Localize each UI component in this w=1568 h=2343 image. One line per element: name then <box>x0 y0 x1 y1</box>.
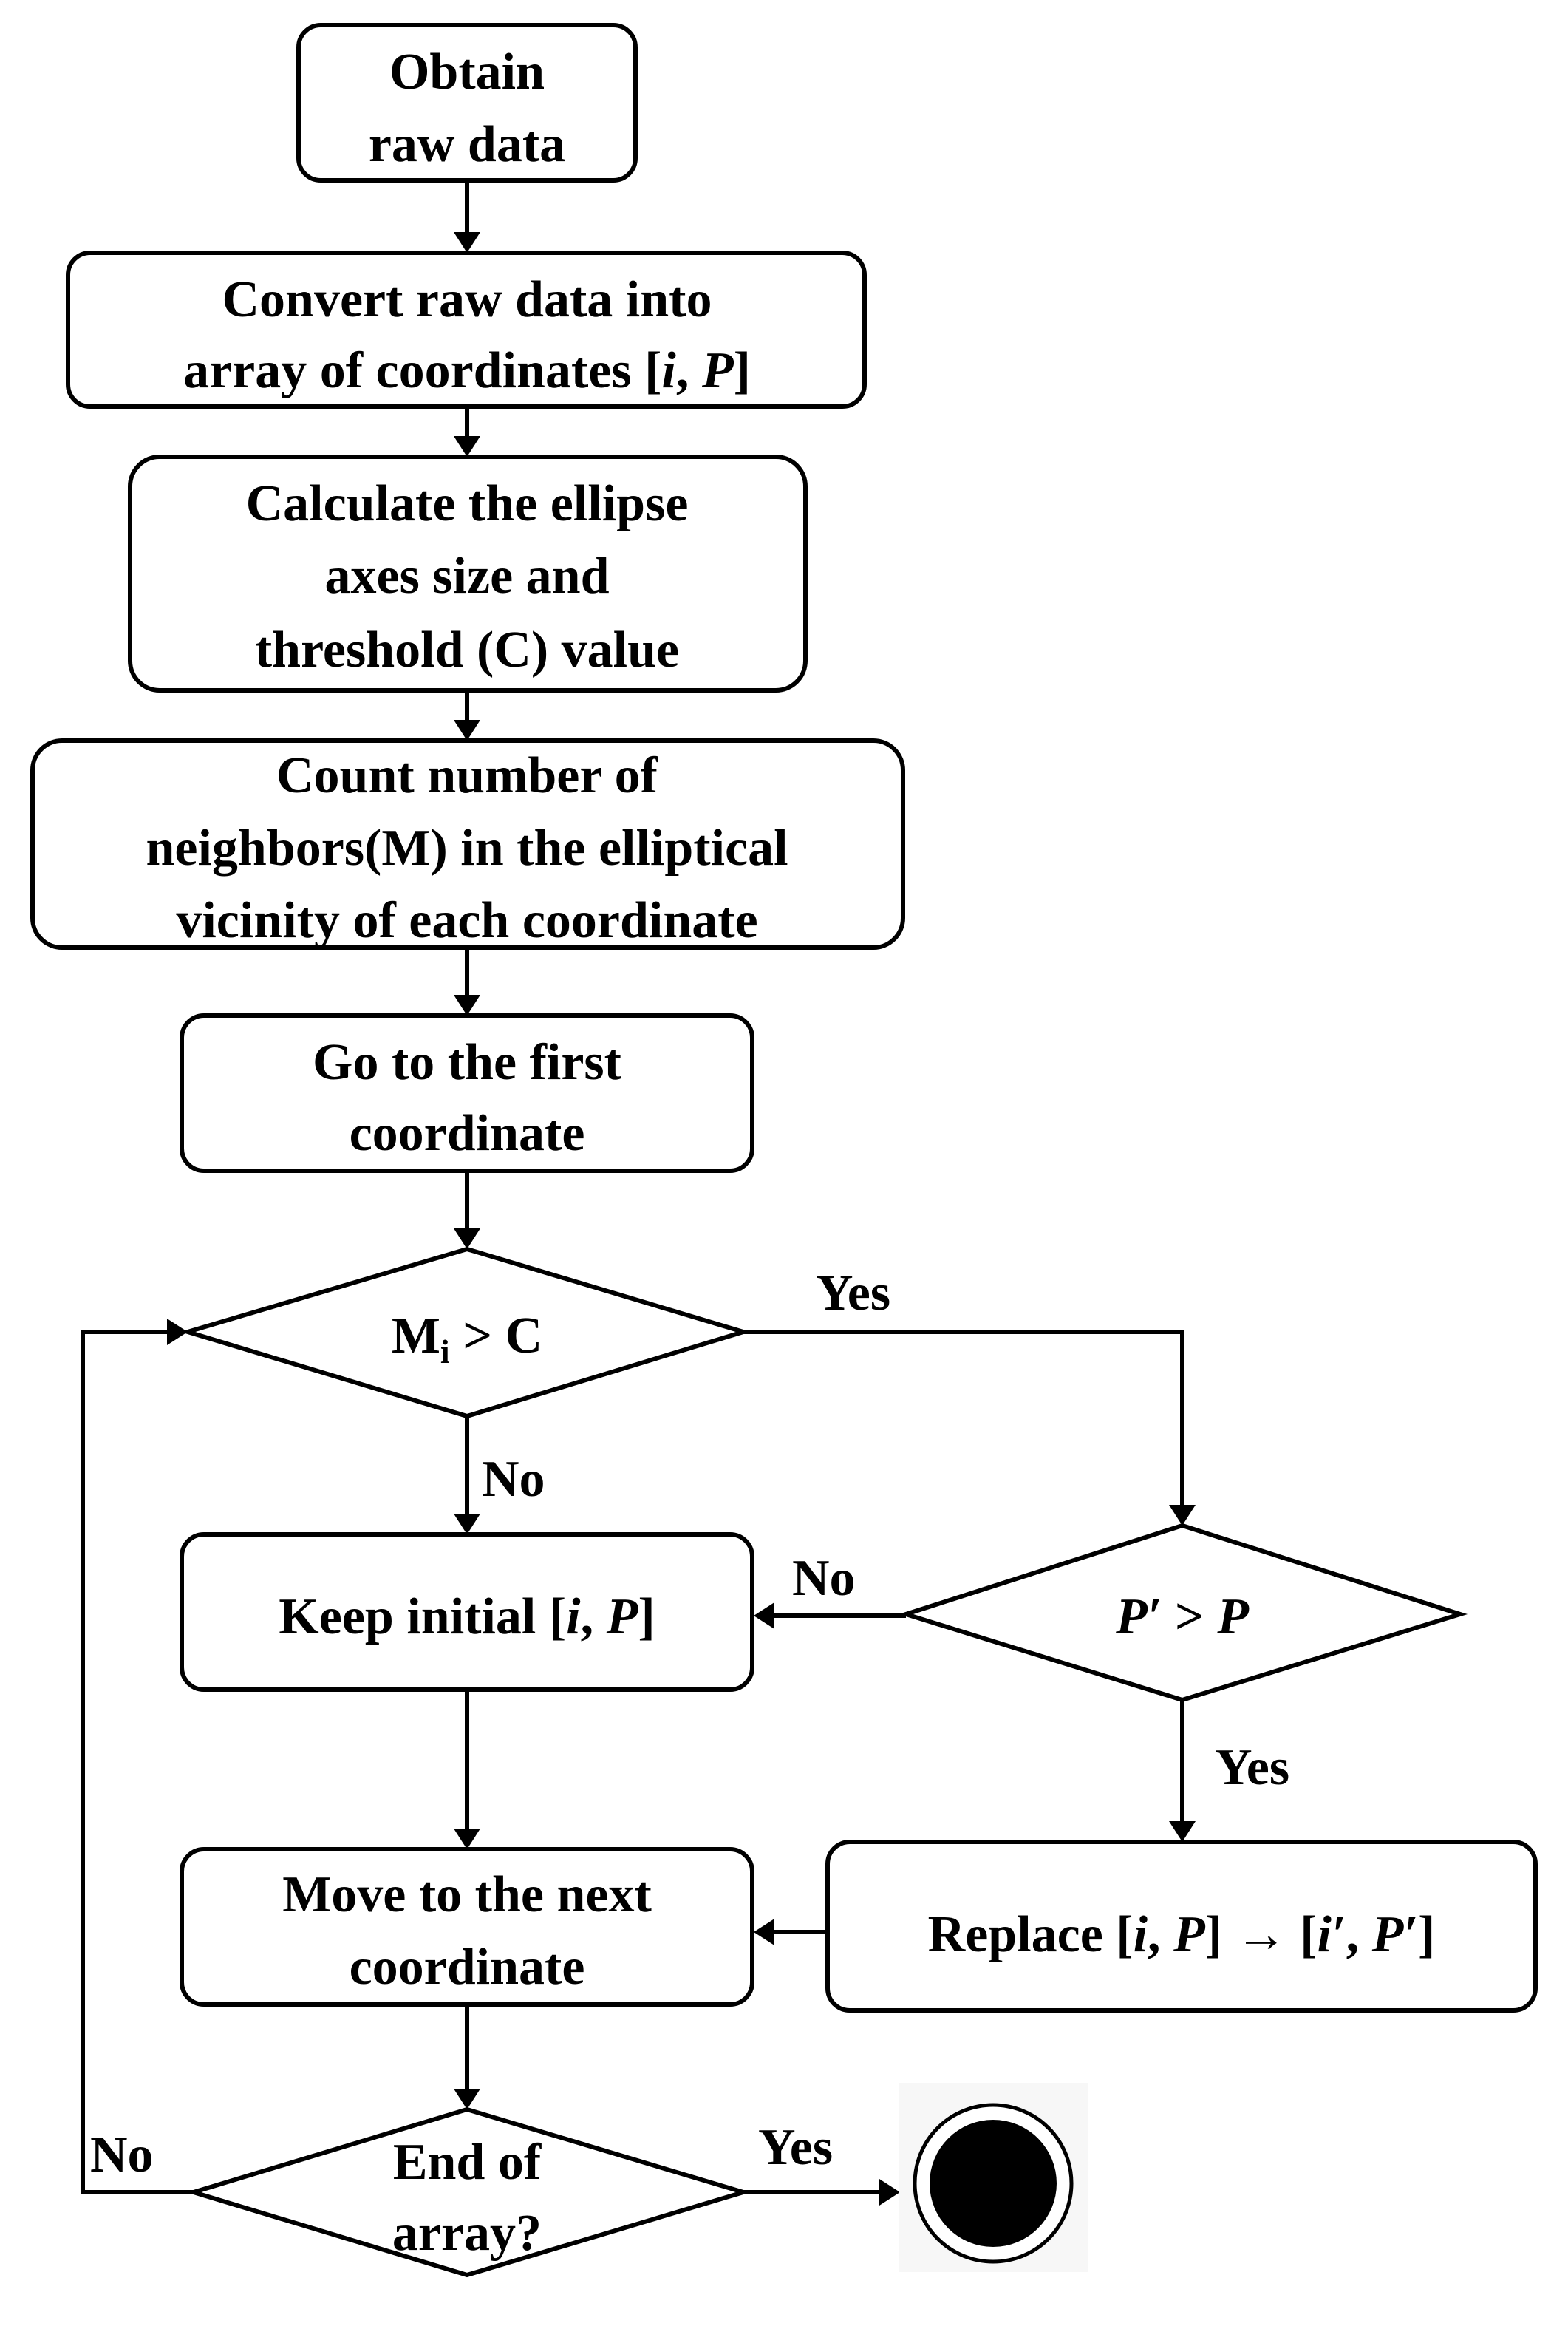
node-convert-raw-data: Convert raw data into array of coordinat… <box>66 251 867 409</box>
edge-label-no: No <box>792 1550 856 1607</box>
node-count-neighbors: Count number of neighbors(M) in the elli… <box>30 738 905 950</box>
arrowhead <box>454 995 480 1016</box>
node-text: raw data <box>369 116 565 173</box>
node-text: coordinate <box>350 1939 585 1996</box>
arrowhead <box>454 1829 480 1849</box>
node-text: neighbors(M) in the elliptical <box>146 820 788 877</box>
decision-text: array? <box>392 2205 542 2262</box>
node-text: vicinity of each coordinate <box>176 892 757 949</box>
node-text: Go to the first <box>313 1034 621 1091</box>
node-text: Calculate the ellipse <box>246 475 689 532</box>
arrowhead <box>1169 1505 1196 1526</box>
edge-label-yes: Yes <box>758 2119 833 2176</box>
edge-label-yes: Yes <box>1215 1739 1289 1796</box>
node-move-to-next: Move to the next coordinate <box>180 1847 754 2007</box>
node-text: Obtain <box>389 44 545 101</box>
node-text: coordinate <box>350 1105 585 1162</box>
node-text: Convert raw data into <box>222 271 712 328</box>
edge-end-no-loop <box>81 1330 194 2194</box>
node-obtain-raw-data: Obtain raw data <box>296 23 638 183</box>
edge-labels: Yes No No Yes No Yes <box>90 1265 1289 2183</box>
node-text: axes size and <box>325 548 610 605</box>
node-text: Count number of <box>276 747 658 804</box>
node-go-to-first: Go to the first coordinate <box>180 1013 754 1173</box>
node-keep-initial: Keep initial [i, P] <box>180 1532 754 1692</box>
arrowhead <box>879 2179 900 2206</box>
node-calculate-ellipse: Calculate the ellipse axes size and thre… <box>128 455 808 693</box>
arrowhead <box>454 436 480 457</box>
arrowhead <box>1169 1821 1196 1842</box>
edge-label-no: No <box>482 1451 545 1508</box>
final-state-icon <box>899 2083 1088 2272</box>
node-text: Replace [i, P] → [i′, P′] <box>928 1906 1436 1963</box>
node-replace: Replace [i, P] → [i′, P′] <box>825 1840 1538 2013</box>
arrowhead <box>454 232 480 253</box>
arrowhead <box>454 2089 480 2109</box>
arrowhead <box>454 720 480 741</box>
decision-p-prime-greater-p: P′ > P <box>899 1523 1468 1703</box>
decision-m-greater-c: Mi > C <box>180 1246 751 1419</box>
node-text: Move to the next <box>282 1866 652 1923</box>
node-text: threshold (C) value <box>255 622 679 679</box>
edges <box>81 180 1196 2206</box>
arrowhead <box>754 1602 774 1629</box>
arrowhead <box>454 1514 480 1534</box>
node-text: array of coordinates [i, P] <box>183 342 751 399</box>
decision-text: Mi > C <box>392 1307 542 1370</box>
decision-end-of-array: End of array? <box>185 2106 751 2278</box>
node-text: Keep initial [i, P] <box>279 1588 655 1645</box>
edge-label-yes: Yes <box>816 1265 890 1322</box>
edge-label-no: No <box>90 2126 154 2183</box>
arrowhead <box>454 1228 480 1249</box>
decision-text: P′ > P <box>1115 1588 1250 1645</box>
decision-text: End of <box>393 2134 542 2191</box>
arrowhead <box>167 1319 188 1345</box>
arrowhead <box>754 1919 774 1945</box>
edge-mc-yes-pp <box>743 1330 1184 1505</box>
